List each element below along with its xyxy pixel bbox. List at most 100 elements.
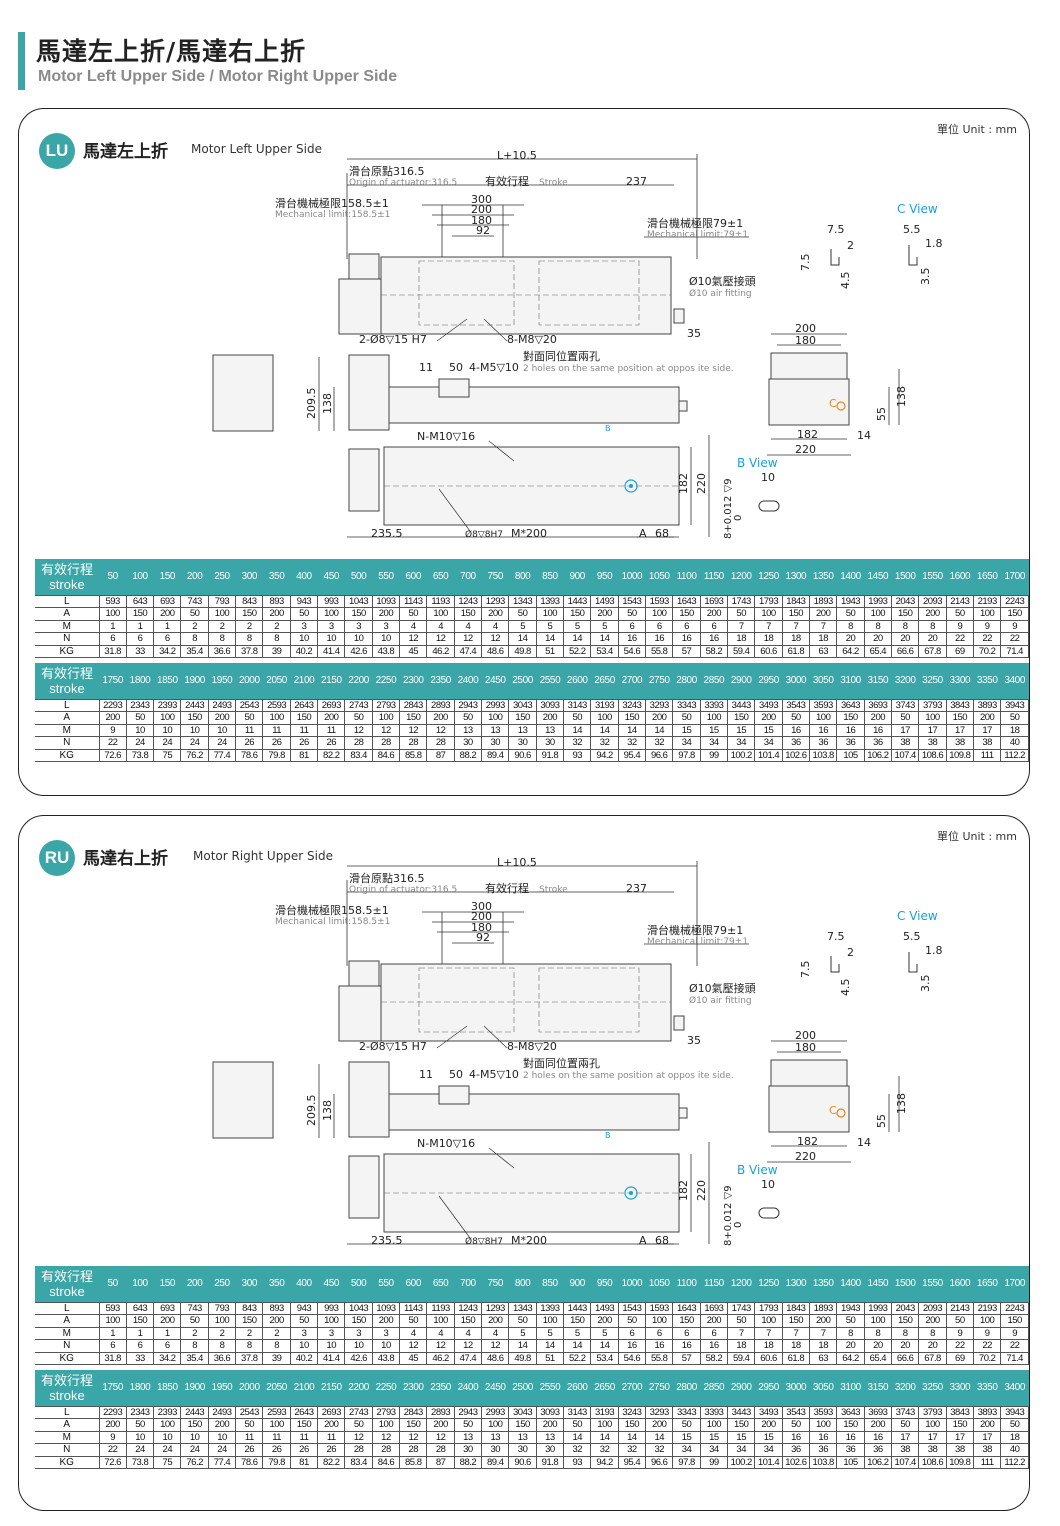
table-cell: 5 [563,619,592,633]
table-cell: 79.8 [262,748,291,762]
table-cell: 55.8 [645,1351,674,1365]
table-cell: 14 [563,632,592,646]
table-cell: 150 [1000,1314,1029,1328]
table-cell: 1043 [344,1301,373,1315]
table-cell: 1143 [399,594,428,608]
table-cell: 643 [125,1301,155,1315]
table-cell: 1443 [563,1301,592,1315]
stroke-header-cell: 3050 [809,663,837,699]
table-cell: 200 [918,1314,947,1328]
table-cell: 38 [918,736,947,750]
table-cell: 65.4 [863,1351,893,1365]
table-cell: 593 [98,1301,127,1315]
table-cell: 4 [481,619,510,633]
table-cell: 50 [563,1418,592,1432]
table-cell: 200 [972,711,1002,725]
table-cell: 100 [972,1314,1002,1328]
stroke-header-cell: 100 [126,1266,154,1302]
table-cell: 91.8 [535,1455,565,1469]
table-cell: 17 [972,723,1002,737]
table-cell: 2843 [399,698,428,712]
row-label: N [35,1443,100,1457]
table-cell: 150 [727,1418,756,1432]
table-cell: 2593 [262,698,291,712]
table-cell: 41.4 [317,1351,346,1365]
table-cell: 81 [289,748,319,762]
table-cell: 108.6 [918,748,947,762]
table-cell: 200 [153,1314,182,1328]
stroke-header-cell: 550 [372,559,400,595]
table-cell: 40.2 [289,644,319,658]
table-cell: 13 [481,1430,510,1444]
table-cell: 8 [836,1326,865,1340]
end-dim-138: 138 [895,386,908,407]
table-cell: 61.8 [781,644,811,658]
table-cell: 36.6 [207,1351,237,1365]
table-cell: 17 [891,723,920,737]
table-cell: 34 [672,736,701,750]
stroke-header-cell: 600 [399,1266,427,1302]
table-cell: 3193 [590,1405,619,1419]
table-cell: 100 [590,1418,619,1432]
hole-n-label: N-M10▽16 [417,1137,475,1150]
table-cell: 1243 [453,1301,483,1315]
table-cell: 3443 [727,698,756,712]
table-cell: 2 [207,1326,237,1340]
stroke-header-cell: 1050 [645,559,673,595]
table-cell: 78.6 [235,748,264,762]
table-cell: 26 [317,1443,346,1457]
table-cell: 1843 [781,594,811,608]
table-cell: 150 [563,1314,592,1328]
table-cell: 7 [809,619,838,633]
stroke-header-cell: 950 [590,559,619,595]
table-cell: 100 [972,607,1002,621]
table-cell: 37.8 [235,1351,264,1365]
table-cell: 1 [153,619,182,633]
table-cell: 99 [699,1455,729,1469]
table-cell: 2543 [235,1405,264,1419]
table-cell: 28 [399,736,428,750]
table-cell: 2493 [207,698,237,712]
stroke-header-cell: 3300 [946,1370,974,1406]
table-cell: 17 [918,723,947,737]
table-cell: 36 [781,736,811,750]
technical-drawing: L+10.5 滑台原點316.5 Origin of actuator:316.… [212,856,943,1247]
table-cell: 150 [781,607,811,621]
table-cell: 15 [754,1430,783,1444]
stroke-header-cell: 800 [508,1266,537,1302]
table-cell: 3843 [945,1405,975,1419]
table-cell: 150 [235,1314,264,1328]
table-cell: 88.2 [453,1455,483,1469]
dim-138: 138 [321,1100,334,1121]
table-cell: 10 [153,723,182,737]
table-cell: 3743 [891,698,920,712]
table-cell: 200 [481,1314,510,1328]
end-dim-220: 220 [795,443,816,456]
table-cell: 32 [645,736,674,750]
table-cell: 1493 [590,1301,619,1315]
stroke-header-cell: 1450 [864,559,892,595]
table-cell: 2993 [481,698,510,712]
table-cell: 30 [508,736,537,750]
table-cell: 12 [371,1430,401,1444]
stroke-header-cell: 1200 [727,1266,755,1302]
table-cell: 1 [125,619,155,633]
stroke-header-cell: 1550 [918,1266,947,1302]
stroke-header-cell: 2350 [426,1370,455,1406]
stroke-header-cell: 50 [99,1266,127,1302]
table-cell: 5 [535,1326,565,1340]
table-cell: 16 [809,723,838,737]
table-cell: 3 [371,619,401,633]
table-cell: 71.4 [1000,644,1029,658]
table-cell: 50 [727,1314,756,1328]
stroke-header-cell: 750 [481,559,509,595]
table-cell: 16 [699,632,729,646]
stroke-header-cell: 2750 [645,1370,673,1406]
table-cell: 95.4 [617,748,647,762]
table-cell: 50 [289,1314,319,1328]
dim-11: 11 [419,361,433,374]
table-cell: 34 [727,736,756,750]
table-cell: 1993 [863,594,893,608]
dim-237: 237 [626,882,647,895]
